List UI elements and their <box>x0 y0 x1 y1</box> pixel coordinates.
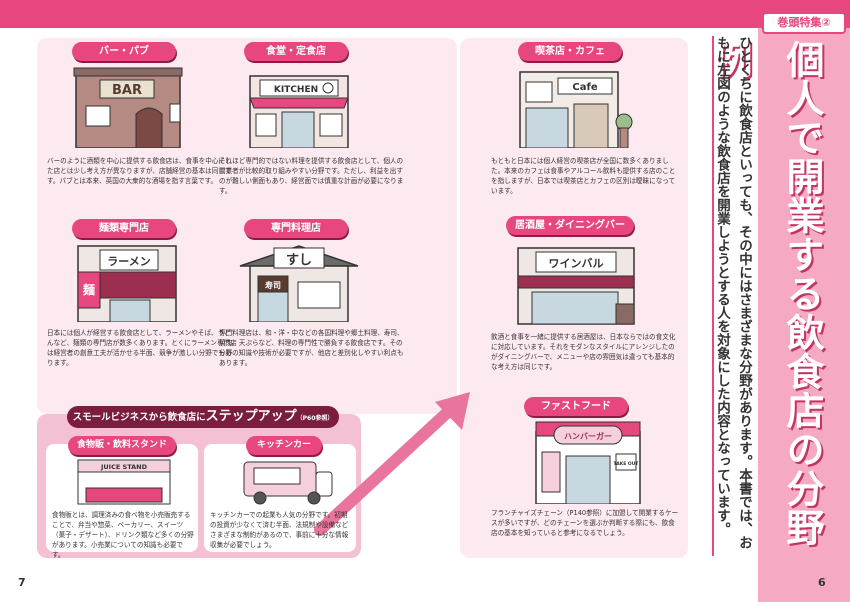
feature-side-band <box>758 28 850 602</box>
fastfood-description: フランチャイズチェーン（P140参照）に加盟して開業するケースが多いですが、どの… <box>491 509 679 537</box>
label-shokudo: 食堂・定食店 <box>244 42 348 61</box>
label-fastfood: ファストフード <box>524 397 628 416</box>
noren-senmon-text: 寿司 <box>265 280 281 290</box>
ramen-sign-text: ラーメン <box>107 255 151 268</box>
label-menrui: 麺類専門店 <box>72 219 176 238</box>
takeout-sign-text: TAKE OUT <box>614 461 640 467</box>
label-food-stand: 食物販・飲料スタンド <box>68 436 176 455</box>
burger-sign-text: ハンバーガー <box>564 431 612 441</box>
label-kitchen-car: キッチンカー <box>246 436 322 455</box>
page-number-right: 6 <box>818 576 826 589</box>
feature-badge: 巻頭特集② <box>762 12 846 34</box>
juice-stand-sign-text: JUICE STAND <box>100 463 148 471</box>
page-number-left: 7 <box>18 576 26 589</box>
label-cafe: 喫茶店・カフェ <box>518 42 622 61</box>
noren-menrui-text: 麺 <box>82 282 95 297</box>
label-bar-pub: バー・パブ <box>72 42 176 61</box>
feature-subtitle: ひとくちに飲食店といっても、その中にはさまざまな分野があります。本書では、おもに… <box>714 36 752 549</box>
bar-sign-text: BAR <box>112 83 142 98</box>
label-izakaya: 居酒屋・ダイニングバー <box>506 216 634 235</box>
bar-building-illustration: BAR <box>73 67 183 148</box>
food-stand-description: 食物販とは、調理済みの食べ物を小売販売することで、弁当や惣菜、ベーカリー、スイー… <box>52 511 194 559</box>
kitchen-sign-text: KITCHEN <box>274 85 318 95</box>
ramen-building-illustration: ラーメン 麺 <box>77 245 177 322</box>
menrui-description: 日本には個人が経営する飲食店として、ラーメンやそば、うどんなど、麺類の専門店が数… <box>47 329 237 367</box>
kitchen-car-illustration <box>243 461 333 505</box>
step-up-main: ステップアップ <box>205 409 297 424</box>
bar-description: バーのように酒類を中心に提供する飲食店は、食事を中心にした店とは少し考え方が異な… <box>47 157 232 185</box>
step-up-banner: スモールビジネスから飲食店にステップアップ（P60参照） <box>67 406 339 428</box>
cafe-description: もともと日本には個人経営の喫茶店が全国に数多くありました。本来のカフェは食事やア… <box>491 157 676 195</box>
winebar-building-illustration: ワインバル <box>517 247 635 325</box>
senmon-description: 専門料理店は、和・洋・中などの各国料理や郷土料理、寿司、焼肉、天ぷらなど、料理の… <box>219 329 404 367</box>
kitchen-car-description: キッチンカーでの起業も人気の分野です。初期の投資が少なくて済む半面、法規制や設備… <box>210 511 349 549</box>
kitchen-building-illustration: KITCHEN <box>249 75 349 148</box>
cafe-building-illustration: Cafe <box>519 71 633 148</box>
top-accent-bar <box>0 0 850 28</box>
winebar-sign-text: ワインバル <box>549 257 604 270</box>
label-senmon: 専門料理店 <box>244 219 348 238</box>
shokudo-description: それほど専門的ではない料理を提供する飲食店として、個人の開業者が比較的取り組みや… <box>219 157 404 195</box>
cafe-sign-text: Cafe <box>572 82 597 93</box>
arrow-graphic <box>314 392 470 536</box>
feature-title: 個人で開業する飲食店の分野例 <box>708 40 824 547</box>
burger-building-illustration: ハンバーガー TAKE OUT <box>535 421 641 504</box>
step-up-prefix: スモールビジネスから飲食店に <box>72 412 206 423</box>
subtitle-rule <box>712 36 714 556</box>
step-up-ref: （P60参照） <box>296 415 334 422</box>
izakaya-description: 飲酒と食事を一緒に提供する居酒屋は、日本ならではの食文化に対応しています。それを… <box>491 333 676 371</box>
sushi-sign-text: すし <box>286 253 312 268</box>
juice-stand-illustration: JUICE STAND <box>77 459 171 505</box>
sushi-building-illustration: すし 寿司 <box>239 245 359 322</box>
